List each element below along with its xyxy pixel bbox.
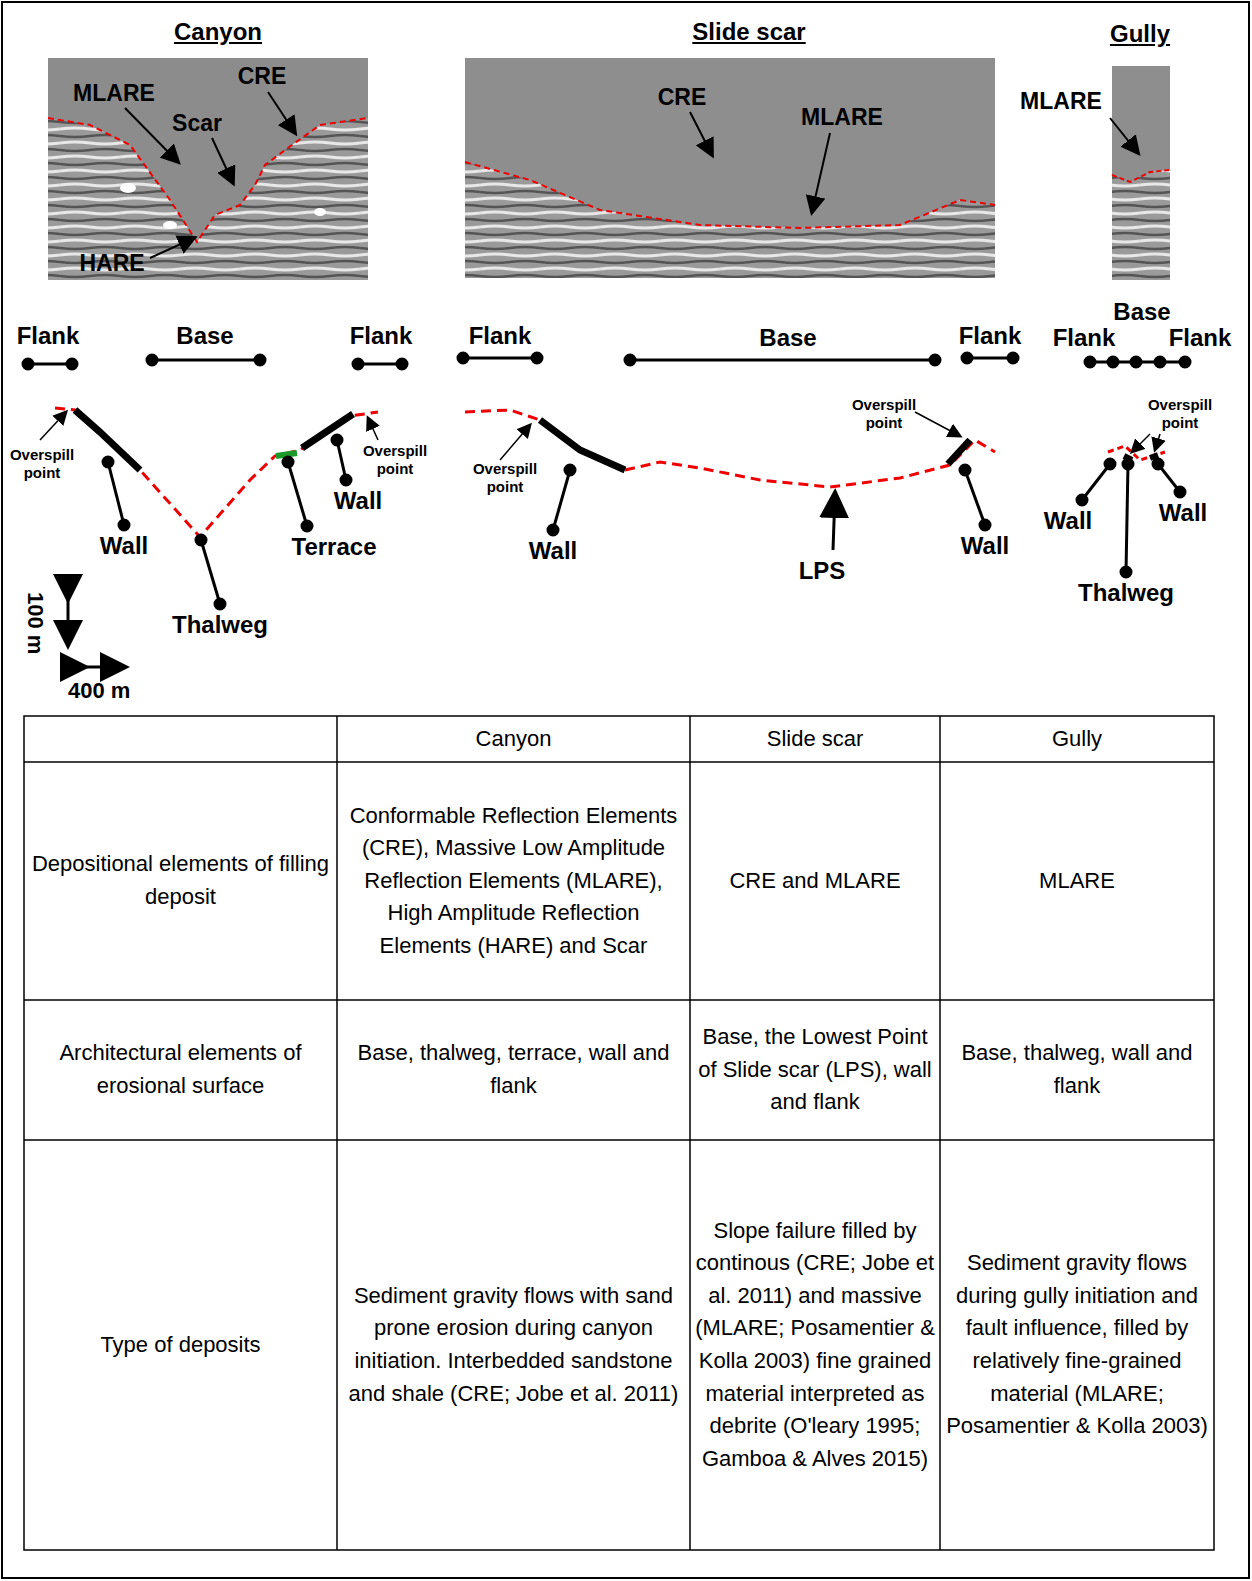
element-label: Wall <box>529 537 577 565</box>
seismic-label: MLARE <box>1020 88 1102 115</box>
element-label: Thalweg <box>172 611 268 639</box>
panel-title: Canyon <box>174 18 262 46</box>
zone-label: Flank <box>350 322 413 350</box>
zone-label: Flank <box>959 322 1022 350</box>
overspill-label: Overspill point <box>470 460 540 496</box>
seismic-label: HARE <box>79 250 144 277</box>
table-cell: CRE and MLARE <box>690 762 940 1000</box>
zone-label: Base <box>1113 298 1170 326</box>
table-cell: Gully <box>940 716 1214 762</box>
element-label: Thalweg <box>1078 579 1174 607</box>
table-cell: Depositional elements of filling deposit <box>24 762 337 1000</box>
element-label: LPS <box>799 557 846 585</box>
table-cell: Base, the Lowest Point of Slide scar (LP… <box>690 1000 940 1140</box>
zone-label: Base <box>759 324 816 352</box>
element-label: Wall <box>100 532 148 560</box>
seismic-label: MLARE <box>73 80 155 107</box>
zone-label: Base <box>176 322 233 350</box>
overspill-label: Overspill point <box>849 396 919 432</box>
table-cell: Sediment gravity flows with sand prone e… <box>337 1140 690 1550</box>
table-cell: Slide scar <box>690 716 940 762</box>
table-cell: Slope failure filled by continous (CRE; … <box>690 1140 940 1550</box>
zone-label: Flank <box>469 322 532 350</box>
table-cell: Architectural elements of erosional surf… <box>24 1000 337 1140</box>
overspill-label: Overspill point <box>1145 396 1215 432</box>
table-cell: Conformable Reflection Elements (CRE), M… <box>337 762 690 1000</box>
element-label: Wall <box>334 487 382 515</box>
seismic-label: MLARE <box>801 104 883 131</box>
table-cell: Base, thalweg, terrace, wall and flank <box>337 1000 690 1140</box>
seismic-label: CRE <box>658 84 707 111</box>
table-cell: MLARE <box>940 762 1214 1000</box>
zone-label: Flank <box>1053 324 1116 352</box>
element-label: Wall <box>961 532 1009 560</box>
scale-label: 100 m <box>22 592 48 654</box>
scale-label: 400 m <box>68 678 130 704</box>
seismic-label: CRE <box>238 63 287 90</box>
panel-title: Gully <box>1110 20 1170 48</box>
table-cell: Sediment gravity flows during gully init… <box>940 1140 1214 1550</box>
overspill-label: Overspill point <box>360 442 430 478</box>
overspill-label: Overspill point <box>7 446 77 482</box>
seismic-label: Scar <box>172 110 222 137</box>
zone-label: Flank <box>1169 324 1232 352</box>
element-label: Terrace <box>292 533 377 561</box>
panel-title: Slide scar <box>692 18 805 46</box>
table-cell: Base, thalweg, wall and flank <box>940 1000 1214 1140</box>
table-cell: Type of deposits <box>24 1140 337 1550</box>
table-cell: Canyon <box>337 716 690 762</box>
element-label: Wall <box>1044 507 1092 535</box>
zone-label: Flank <box>17 322 80 350</box>
element-label: Wall <box>1159 499 1207 527</box>
